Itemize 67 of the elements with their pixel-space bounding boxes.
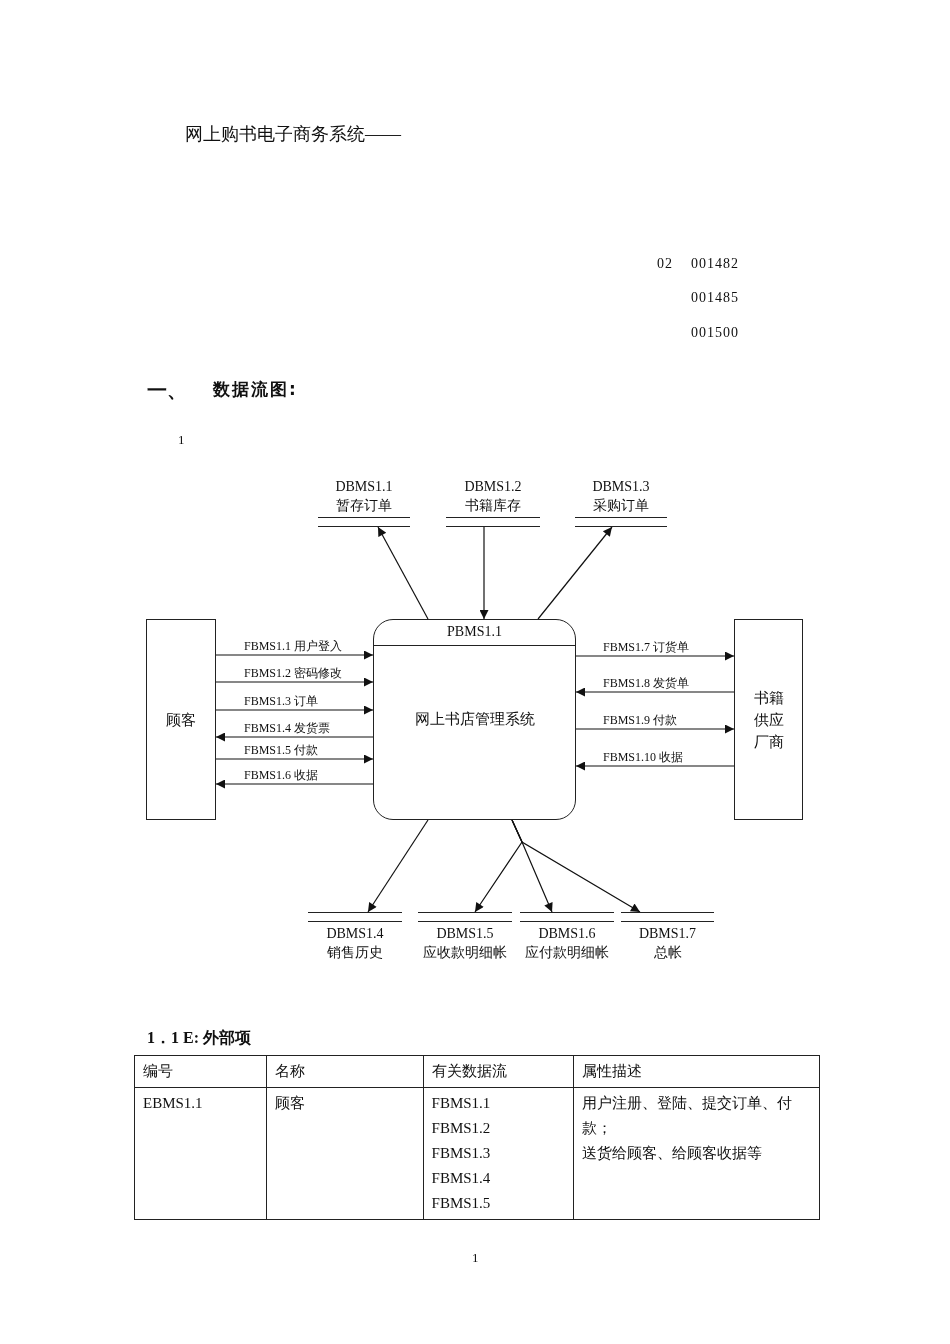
arrow xyxy=(215,677,374,687)
store-label: DBMS1.5 xyxy=(435,925,495,943)
student-number: 001485 xyxy=(691,290,739,306)
page-number: 1 xyxy=(472,1250,479,1266)
arrow xyxy=(377,526,429,620)
store-label: 销售历史 xyxy=(326,944,384,962)
arrow xyxy=(479,526,489,620)
arrow xyxy=(575,687,735,697)
section-heading: 数据流图: xyxy=(213,378,298,401)
store-label: 总帐 xyxy=(652,944,683,962)
edge-label: FBMS1.4 发货票 xyxy=(243,722,332,735)
store-label: 采购订单 xyxy=(592,497,650,515)
table-header-cell: 编号 xyxy=(134,1055,267,1088)
cell-text: 送货给顾客、给顾客收据等 xyxy=(582,1144,764,1163)
store-label: 暂存订单 xyxy=(335,497,393,515)
cell-text: FBMS1.4 xyxy=(431,1169,492,1188)
edge-label: FBMS1.9 付款 xyxy=(602,714,679,727)
arrow xyxy=(575,724,735,734)
edge-label: FBMS1.1 用户登入 xyxy=(243,640,344,653)
store-label: 应付款明细帐 xyxy=(524,944,610,962)
arrow xyxy=(511,819,641,913)
store-label: 书籍库存 xyxy=(464,497,522,515)
edge-label: FBMS1.3 订单 xyxy=(243,695,320,708)
table-header-cell: 名称 xyxy=(267,1055,424,1088)
external-entity-box: 顾客 xyxy=(146,619,216,820)
cell-text: FBMS1.3 xyxy=(431,1144,492,1163)
store-label: DBMS1.2 xyxy=(463,478,523,496)
process-name: 网上书店管理系统 xyxy=(413,710,536,729)
list-number: 1 xyxy=(178,432,185,448)
store-label: DBMS1.1 xyxy=(334,478,394,496)
table-header-cell: 属性描述 xyxy=(573,1055,820,1088)
edge-label: FBMS1.2 密码修改 xyxy=(243,667,344,680)
cell-text: FBMS1.5 xyxy=(431,1194,492,1213)
arrow xyxy=(575,761,735,771)
store-label: DBMS1.6 xyxy=(537,925,597,943)
edge-label: FBMS1.6 收据 xyxy=(243,769,320,782)
subsection-heading: 1．1 E: 外部项 xyxy=(147,1028,251,1048)
arrow xyxy=(537,526,613,620)
cell-text: FBMS1.2 xyxy=(431,1119,492,1138)
arrow xyxy=(215,732,374,742)
arrow xyxy=(367,819,429,913)
arrow xyxy=(575,651,735,661)
arrow xyxy=(215,779,374,789)
edge-label: FBMS1.5 付款 xyxy=(243,744,320,757)
subtitle: 网上购书电子商务系统—— xyxy=(185,123,401,146)
table-cell: 顾客 xyxy=(267,1087,424,1220)
table-cell: EBMS1.1 xyxy=(134,1087,267,1220)
store-label: DBMS1.7 xyxy=(637,925,698,943)
section-number: 一、 xyxy=(147,377,187,404)
student-number: 001500 xyxy=(691,325,739,341)
arrow xyxy=(215,754,374,764)
edge-label: FBMS1.8 发货单 xyxy=(602,677,691,690)
store-label: DBMS1.3 xyxy=(591,478,651,496)
store-label: 应收款明细帐 xyxy=(422,944,508,962)
edge-label: FBMS1.10 收据 xyxy=(602,751,685,764)
cell-text: 用户注册、登陆、提交订单、付款； xyxy=(582,1094,794,1138)
process-id: PBMS1.1 xyxy=(374,620,575,646)
arrow xyxy=(215,650,374,660)
edge-label: FBMS1.7 订货单 xyxy=(602,641,691,654)
store-label: DBMS1.4 xyxy=(325,925,385,943)
external-entity-box: 书籍供应厂商 xyxy=(734,619,803,820)
cell-text: FBMS1.1 xyxy=(431,1094,492,1113)
arrow xyxy=(215,705,374,715)
process-box xyxy=(373,619,576,820)
table-header-cell: 有关数据流 xyxy=(423,1055,574,1088)
class-number: 02 xyxy=(657,256,673,272)
student-number: 001482 xyxy=(691,256,739,272)
